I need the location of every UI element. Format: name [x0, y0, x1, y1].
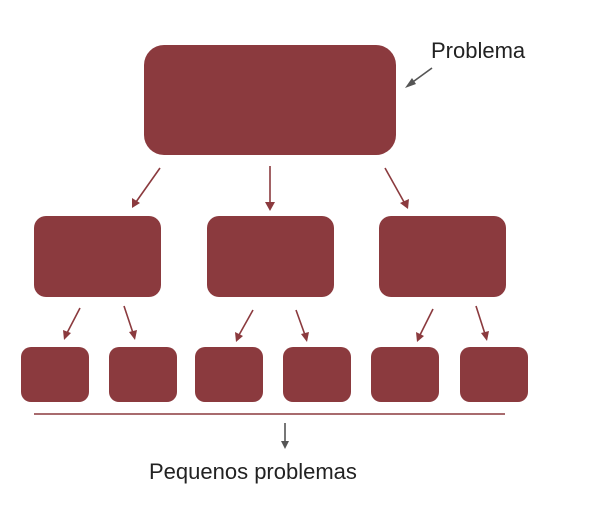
subproblem-box-left: [34, 216, 161, 297]
left-to-leaf2-arrow: [123, 305, 137, 340]
root-problem-box: [144, 45, 396, 155]
root-to-right-arrow: [384, 167, 409, 209]
subproblem-box-middle: [207, 216, 334, 297]
leaf-box-3: [195, 347, 263, 402]
subproblem-box-right: [379, 216, 506, 297]
leaf-box-6: [460, 347, 528, 402]
root-to-left-arrow: [132, 167, 161, 208]
leaf-box-2: [109, 347, 177, 402]
leaf-box-5: [371, 347, 439, 402]
middle-to-leaf3-arrow: [235, 309, 254, 342]
right-to-leaf6-arrow: [475, 305, 489, 341]
small-problems-label: Pequenos problemas: [149, 459, 357, 484]
right-to-leaf5-arrow: [416, 308, 434, 342]
problem-label-arrow: [405, 67, 433, 88]
small-problems-arrow: [281, 423, 289, 449]
middle-to-leaf4-arrow: [295, 309, 309, 342]
left-to-leaf1-arrow: [63, 307, 81, 340]
root-to-middle-arrow: [265, 166, 275, 211]
leaf-box-1: [21, 347, 89, 402]
problem-label: Problema: [431, 38, 526, 63]
leaf-box-4: [283, 347, 351, 402]
